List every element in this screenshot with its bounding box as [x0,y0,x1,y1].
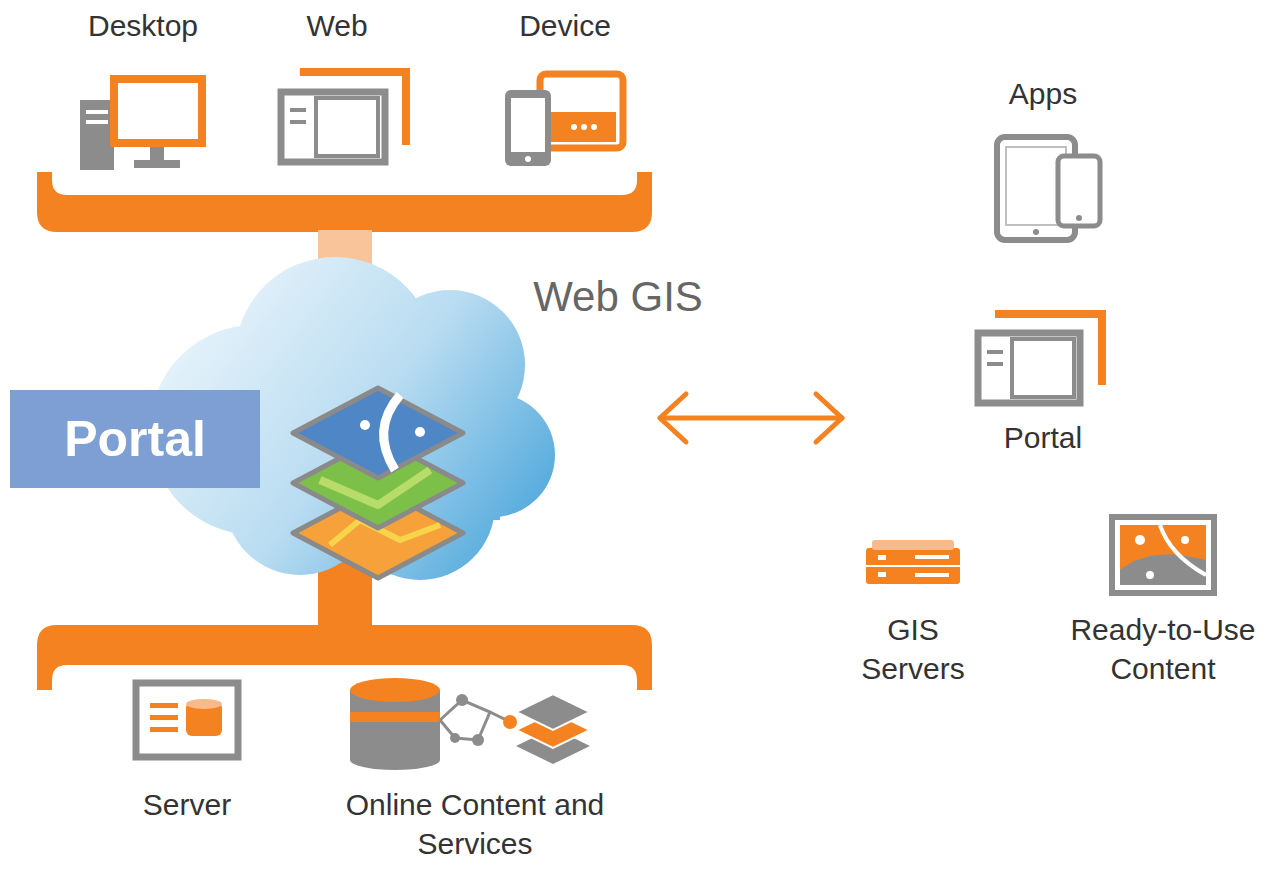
server-icon [136,683,238,757]
ready-content-icon [1112,517,1214,593]
top-bracket [37,172,652,232]
desktop-icon [80,79,202,170]
component-label: Server [97,785,277,824]
component-label: GIS Servers [843,610,983,688]
map-layers [293,388,463,578]
online-content-icon [350,678,590,770]
component-label: Online Content and Services [340,785,610,863]
apps-icon [997,137,1100,240]
component-label: Apps [963,74,1123,113]
device-icon [505,74,623,166]
web-icon [281,72,406,162]
device-label: Device [475,6,655,45]
node-text: Portal [64,410,206,468]
double-arrow [660,394,842,442]
device-label: Web [257,6,417,45]
portal-box: Portal [10,390,260,488]
bottom-bracket [37,625,652,690]
device-label: Desktop [43,6,243,45]
diagram-label: Web GIS [498,270,738,325]
portal-icon [978,314,1102,403]
gis-server-icon [866,540,960,584]
component-label: Ready-to-Use Content [1058,610,1268,688]
component-label: Portal [963,418,1123,457]
